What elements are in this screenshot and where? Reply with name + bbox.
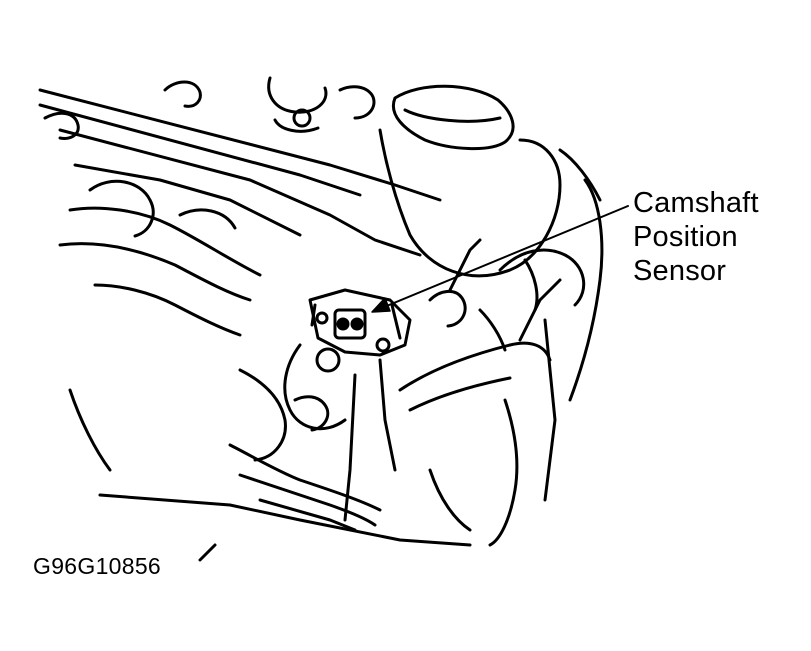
callout-line-1: Camshaft (633, 187, 759, 219)
lower-outline (68, 388, 472, 562)
camshaft-position-sensor-body (308, 288, 412, 357)
callout-line-3: Sensor (633, 255, 727, 287)
oil-filler-cap (378, 84, 602, 278)
figure-id: G96G10856 (33, 553, 162, 579)
callout-arrowhead (371, 297, 391, 313)
valve-cover-lines (38, 80, 442, 257)
callout-line-2: Position (633, 221, 738, 253)
camshaft-position-sensor-label: Camshaft Position Sensor (633, 186, 759, 288)
upper-bolts (267, 76, 376, 133)
lower-bracket-lines (228, 343, 397, 532)
right-hoses (398, 178, 604, 547)
callout-leader-line (376, 205, 629, 311)
intake-manifold-lines (58, 179, 262, 337)
